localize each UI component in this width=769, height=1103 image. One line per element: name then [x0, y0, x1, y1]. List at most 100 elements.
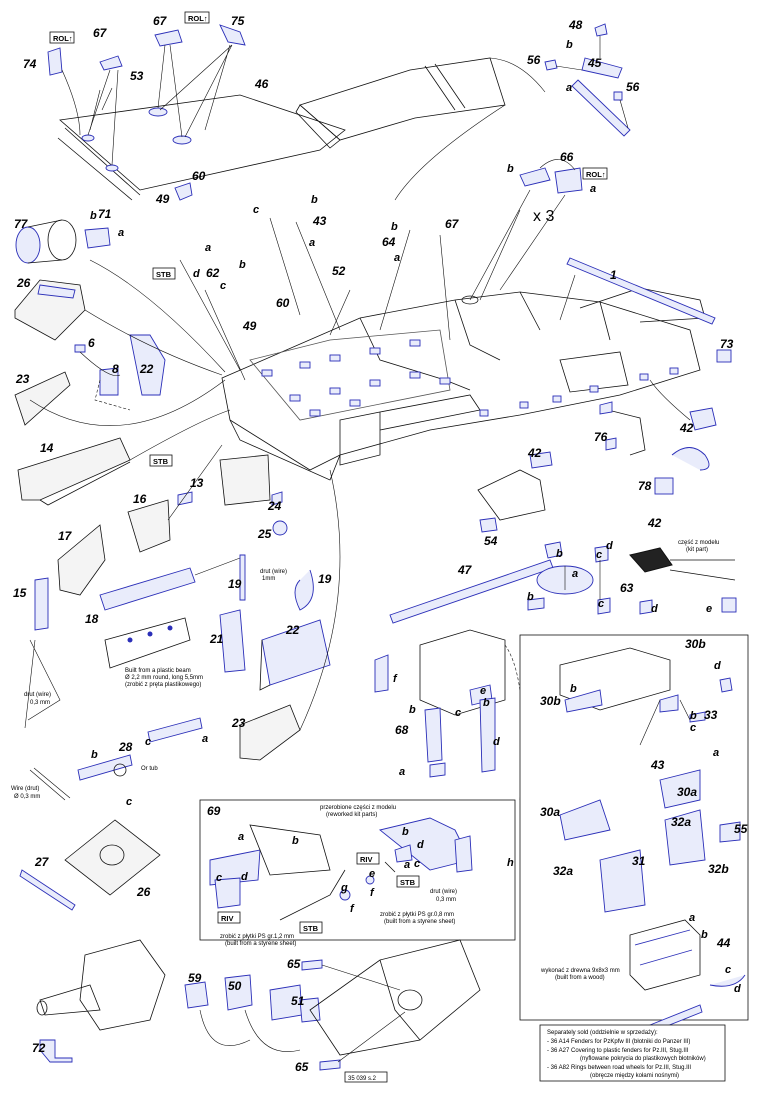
label-part-26b: 26	[136, 885, 151, 899]
note-wire-03-b-size: 0,3 mm	[436, 897, 456, 903]
sold-item-2: - 36 A27 Covering to plastic fenders for…	[547, 1048, 689, 1054]
sub-label-b: b	[701, 929, 708, 941]
label-part-43b: 43	[650, 758, 665, 772]
label-part-50: 50	[228, 979, 242, 993]
label-part-33: 33	[704, 708, 718, 722]
sub-label-a: a	[404, 859, 410, 871]
sub-label-e: e	[480, 685, 486, 697]
label-part-17: 17	[58, 529, 73, 543]
label-part-14: 14	[40, 441, 54, 455]
note-wire-1mm: drut (wire)	[260, 569, 287, 575]
sub-label-d: d	[493, 736, 500, 748]
label-part-26a: 26	[16, 276, 31, 290]
sub-label-b: b	[91, 749, 98, 761]
part-14-fender	[17, 409, 231, 506]
label-part-30b-2: 30b	[540, 694, 561, 708]
part-26-plate	[64, 819, 161, 896]
sub-label-b: b	[527, 591, 534, 603]
stb-tag: STB	[396, 875, 420, 888]
label-part-48: 48	[568, 18, 583, 32]
label-part-47: 47	[457, 563, 473, 577]
sold-header: Separately sold (oddzielnie w sprzedaży)…	[547, 1030, 658, 1036]
sub-label-f: f	[370, 887, 375, 899]
part-65-fender	[301, 939, 481, 1071]
label-part-56a: 56	[527, 53, 541, 67]
label-part-16: 16	[133, 492, 147, 506]
svg-text:35 039 s.2: 35 039 s.2	[348, 1076, 377, 1082]
label-part-42a: 42	[679, 421, 694, 435]
sub-label-b: b	[239, 259, 246, 271]
sub-label-c: c	[145, 736, 151, 748]
note-wire-1mm-size: 1mm	[262, 576, 275, 582]
label-part-42c: 42	[647, 516, 662, 530]
note-plate-12: zrobić z płytki PS gr.1,2 mm	[220, 934, 294, 940]
label-part-49a: 49	[155, 192, 170, 206]
sold-item-3-desc: (obręcze między kołami nośnymi)	[590, 1073, 679, 1079]
note-kit-part: część z modelu	[678, 540, 719, 546]
sub-label-d: d	[606, 540, 613, 552]
label-part-15: 15	[13, 586, 27, 600]
label-part-46: 46	[254, 77, 269, 91]
sub-label-e: e	[369, 868, 375, 880]
label-part-23a: 23	[15, 372, 30, 386]
svg-text:STB: STB	[156, 270, 172, 279]
part-number-labels: 1 6 8 13 14 15 16 17 18 19 19 21 22 22 2…	[13, 14, 748, 1074]
separately-sold-box: Separately sold (oddzielnie w sprzedaży)…	[539, 1024, 726, 1082]
antenna-mount-parts	[544, 23, 631, 137]
sub-label-d: d	[193, 268, 200, 280]
sub-label-a: a	[202, 733, 208, 745]
label-part-30a-1: 30a	[540, 805, 560, 819]
label-part-59: 59	[188, 971, 202, 985]
label-part-62: 62	[206, 266, 220, 280]
sub-label-a: a	[572, 568, 578, 580]
riv-tag: RIV	[356, 852, 380, 865]
label-part-55: 55	[734, 822, 748, 836]
sub-label-d: d	[714, 660, 721, 672]
sub-label-d: d	[417, 839, 424, 851]
label-part-67b: 67	[153, 14, 168, 28]
rear-deck-assembly	[47, 24, 346, 201]
note-wood-en: (built from a wood)	[555, 975, 605, 981]
sub-label-f: f	[350, 903, 355, 915]
sub-label-b: b	[391, 221, 398, 233]
sub-label-c: c	[598, 598, 604, 610]
part-66-hinge	[469, 159, 583, 301]
sub-label-a: a	[590, 183, 596, 195]
sub-label-f: f	[393, 673, 398, 685]
part-15-bracket	[34, 577, 49, 631]
label-part-18: 18	[85, 612, 99, 626]
label-part-75: 75	[231, 14, 245, 28]
part-27-bar	[19, 869, 76, 911]
label-part-44: 44	[716, 936, 731, 950]
label-part-54: 54	[484, 534, 498, 548]
part-21-22-bracket	[219, 609, 331, 691]
sub-label-a: a	[399, 766, 405, 778]
times-three-label: x 3	[533, 208, 554, 225]
sub-label-b: b	[483, 697, 490, 709]
sub-label-c: c	[455, 707, 461, 719]
sub-label-a: a	[713, 747, 719, 759]
label-part-43a: 43	[312, 214, 327, 228]
sub-label-d: d	[241, 871, 248, 883]
stb-tag: STB	[299, 921, 323, 934]
label-part-72: 72	[32, 1041, 46, 1055]
note-plate-08: zrobić z płytki PS gr.0,8 mm	[380, 912, 454, 918]
sub-label-d: d	[651, 603, 658, 615]
label-part-13: 13	[190, 476, 204, 490]
label-part-30a-2: 30a	[677, 785, 697, 799]
sub-label-g: g	[340, 882, 348, 894]
part-16-plate	[127, 499, 171, 553]
instruction-tags: ROL↑ ROL↑ ROL↑ STB STB STB STB RIV RIV x…	[49, 11, 608, 934]
label-part-56b: 56	[626, 80, 640, 94]
note-plate-08-en: (built from a styrene sheet)	[384, 919, 455, 925]
note-beam-size: Ø 2,2 mm round, long 5,5mm	[125, 675, 203, 681]
sub-label-c: c	[690, 722, 696, 734]
sub-label-c: c	[414, 858, 420, 870]
label-part-1: 1	[610, 268, 617, 282]
label-part-67c: 67	[445, 217, 460, 231]
page-number: 35 039 s.2	[344, 1071, 388, 1083]
sub-label-a: a	[238, 831, 244, 843]
label-part-25: 25	[257, 527, 272, 541]
sub-label-a: a	[566, 82, 572, 94]
